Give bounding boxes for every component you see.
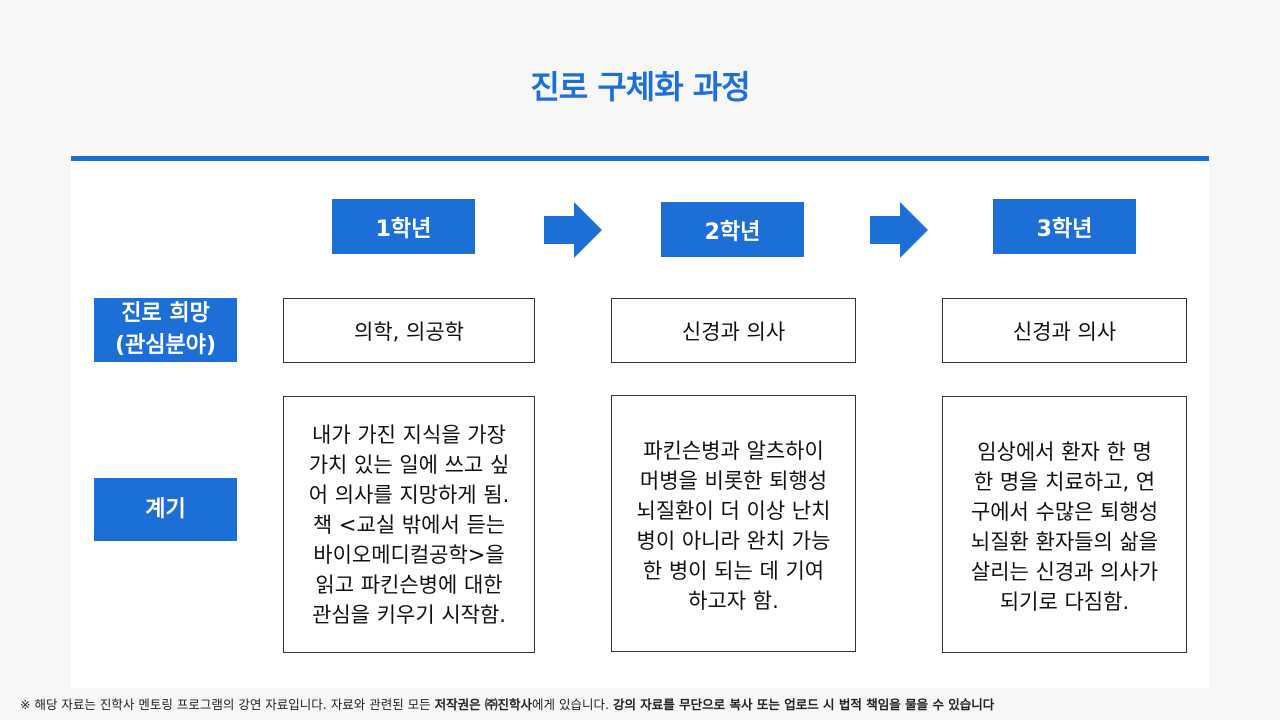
title-divider [71, 156, 1209, 161]
reason-line: 뇌질환 환자들의 삶을 [970, 530, 1159, 554]
footer-text: 에게 있습니다. [532, 697, 613, 712]
grade-3-reason: 임상에서 환자 한 명 한 명을 치료하고, 연 구에서 수많은 퇴행성 뇌질환… [942, 396, 1187, 653]
reason-line: 구에서 수많은 퇴행성 [970, 500, 1159, 524]
copyright-footer: ※ 해당 자료는 진학사 멘토링 프로그램의 강연 자료입니다. 자료와 관련된… [20, 694, 994, 713]
reason-line: 뇌질환이 더 이상 난치 [636, 499, 831, 523]
arrow-right-icon [544, 202, 602, 258]
reason-line: 바이오메디컬공학>을 [313, 542, 505, 567]
reason-line: 관심을 키우기 시작함. [312, 602, 506, 627]
grade-2-hope: 신경과 의사 [611, 298, 856, 363]
page-title: 진로 구체화 과정 [530, 68, 750, 106]
grade-2-reason: 파킨슨병과 알츠하이 머병을 비롯한 퇴행성 뇌질환이 더 이상 난치 병이 아… [611, 395, 856, 652]
reason-line: 살리는 신경과 의사가 [970, 560, 1159, 584]
reason-line: 어 의사를 지망하게 됨. [308, 482, 510, 507]
arrow-right-icon [870, 202, 928, 258]
grade-2-header: 2학년 [661, 202, 804, 257]
row-label-career-hope-line1: 진로 희망 [121, 301, 210, 326]
grade-1-hope: 의학, 의공학 [283, 298, 535, 363]
reason-line: 되기로 다짐함. [999, 590, 1130, 614]
row-label-reason: 계기 [94, 478, 237, 541]
reason-line: 한 명을 치료하고, 연 [973, 470, 1156, 494]
reason-line: 파킨슨병과 알츠하이 [643, 439, 824, 463]
reason-line: 병이 아니라 완치 가능 [636, 529, 831, 553]
grade-1-header: 1학년 [332, 199, 475, 254]
grade-3-header: 3학년 [993, 199, 1136, 254]
row-label-career-hope: 진로 희망 (관심분야) [94, 298, 237, 362]
footer-warning: 강의 자료를 무단으로 복사 또는 업로드 시 법적 책임을 물을 수 있습니다 [612, 697, 995, 712]
reason-line: 머병을 비롯한 퇴행성 [639, 469, 828, 493]
reason-line: 책 <교실 밖에서 듣는 [312, 512, 506, 537]
reason-line: 한 병이 되는 데 기여 [642, 559, 825, 583]
reason-line: 읽고 파킨슨병에 대한 [315, 572, 503, 597]
footer-copyright-holder: 저작권은 ㈜진학사 [434, 697, 533, 712]
grade-3-hope: 신경과 의사 [942, 298, 1187, 363]
reason-line: 가치 있는 일에 쓰고 싶 [308, 452, 510, 477]
grade-1-reason: 내가 가진 지식을 가장 가치 있는 일에 쓰고 싶 어 의사를 지망하게 됨.… [283, 396, 535, 653]
reason-line: 하고자 함. [688, 589, 779, 613]
row-label-career-hope-line2: (관심분야) [114, 333, 217, 358]
reason-line: 임상에서 환자 한 명 [977, 440, 1152, 464]
reason-line: 내가 가진 지식을 가장 [312, 422, 506, 447]
footer-text: ※ 해당 자료는 진학사 멘토링 프로그램의 강연 자료입니다. 자료와 관련된… [20, 697, 435, 712]
